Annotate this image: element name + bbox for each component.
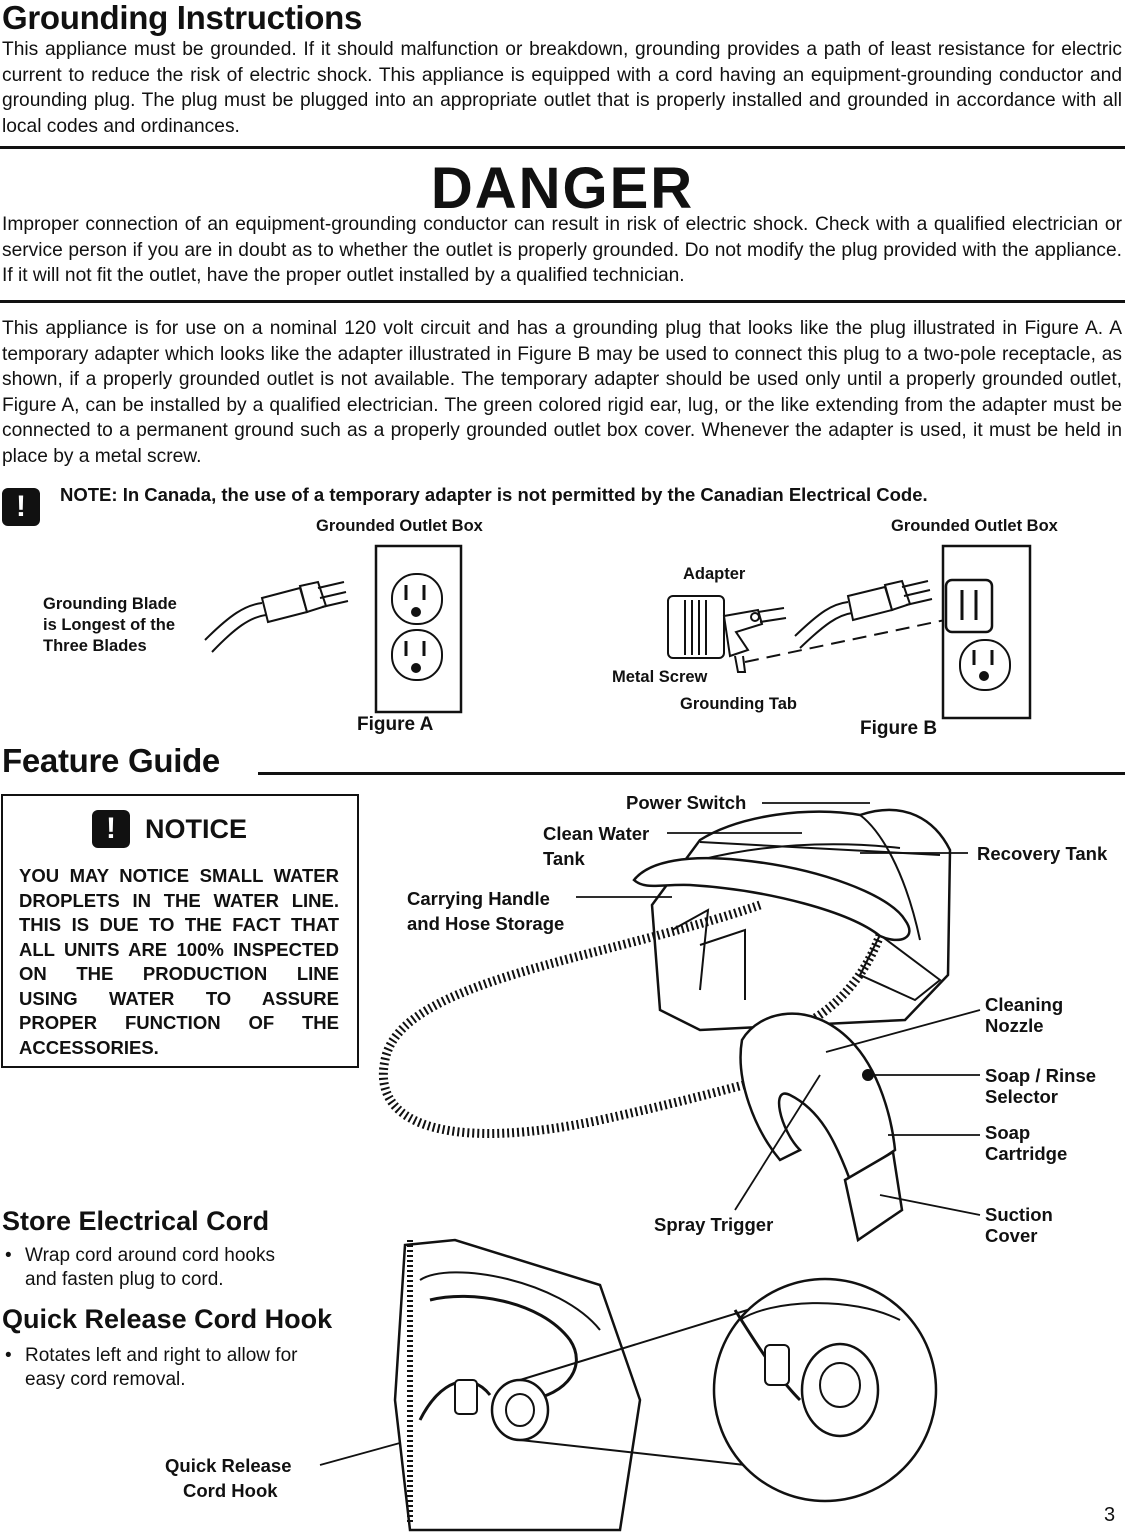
callout-cleaning-nozzle: Cleaning [985, 994, 1064, 1015]
callout-soap-cartridge: Soap [985, 1122, 1031, 1143]
divider [0, 300, 1125, 303]
danger-title: DANGER [430, 156, 695, 221]
notice-line: ON THE PRODUCTION LINE [19, 963, 339, 984]
notice-title: NOTICE [145, 814, 248, 844]
callout-suction-cover: Suction [985, 1204, 1053, 1225]
store-cord-instruction: and fasten plug to cord. [25, 1269, 224, 1290]
figure-b-plug-illustration [794, 579, 933, 649]
feature-guide-rule [258, 772, 1125, 775]
cord-storage-illustration [393, 1238, 938, 1532]
callout-recovery-tank: Recovery Tank [977, 843, 1108, 864]
callout-suction-cover: Cover [985, 1225, 1038, 1246]
callout-cleaning-nozzle: Nozzle [985, 1015, 1044, 1036]
bullet-dot: • [5, 1345, 12, 1366]
callout-spray-trigger: Spray Trigger [654, 1214, 774, 1235]
canada-note: NOTE: In Canada, the use of a temporary … [60, 484, 928, 505]
figure-b-caption: Figure B [860, 718, 938, 739]
figure-b-adapter-illustration [667, 595, 946, 673]
page-number: 3 [1104, 1504, 1116, 1526]
warning-icon: ! [92, 810, 130, 848]
adapter-label: Adapter [683, 565, 746, 583]
callout-soap-rinse-selector: Soap / Rinse [985, 1065, 1097, 1086]
grounding-blade-label: is Longest of the [43, 616, 175, 634]
notice-line: YOU MAY NOTICE SMALL WATER [19, 865, 339, 886]
notice-text: YOU MAY NOTICE SMALL WATER DROPLETS IN T… [19, 864, 339, 1060]
grounding-body: This appliance must be grounded. If it s… [2, 39, 1122, 137]
warning-icon: ! [2, 488, 40, 526]
danger-body: Improper connection of an equipment-grou… [2, 214, 1122, 287]
store-cord-title: Store Electrical Cord [2, 1206, 270, 1236]
callout-carrying-handle: Carrying Handle [407, 888, 550, 909]
notice-line: ALL UNITS ARE 100% INSPECTED [19, 938, 339, 960]
callout-soap-cartridge: Cartridge [985, 1143, 1068, 1164]
callout-quick-release-cord-hook: Cord Hook [183, 1480, 278, 1501]
figure-a-plug-illustration [204, 580, 349, 653]
bullet-dot: • [5, 1245, 12, 1266]
notice-line: PROPER FUNCTION OF THE [19, 1012, 339, 1033]
store-cord-instruction: Wrap cord around cord hooks [25, 1245, 275, 1266]
divider [0, 146, 1125, 149]
callout-quick-release-cord-hook: Quick Release [165, 1455, 292, 1476]
quick-release-instruction: Rotates left and right to allow for [25, 1345, 298, 1366]
figure-a-outlet-illustration [374, 544, 463, 714]
grounding-blade-label: Three Blades [43, 637, 147, 655]
notice-box: ! NOTICE YOU MAY NOTICE SMALL WATER DROP… [1, 794, 359, 1068]
notice-line: USING WATER TO ASSURE [19, 987, 339, 1009]
figure-a-caption: Figure A [357, 714, 434, 735]
figure-b-outlet-label: Grounded Outlet Box [891, 517, 1058, 535]
callout-power-switch: Power Switch [626, 792, 747, 813]
callout-clean-water-tank: Clean Water [543, 823, 650, 844]
notice-line: THIS IS DUE TO THE FACT THAT [19, 914, 339, 935]
grounding-title: Grounding Instructions [2, 0, 363, 36]
callout-clean-water-tank: Tank [543, 848, 585, 869]
metal-screw-label: Metal Screw [612, 668, 708, 686]
grounding-tab-label: Grounding Tab [680, 695, 798, 713]
quick-release-title: Quick Release Cord Hook [2, 1304, 333, 1334]
callout-carrying-handle: and Hose Storage [407, 913, 565, 934]
feature-guide-title: Feature Guide [2, 742, 220, 779]
spot-cleaner-illustration [378, 808, 952, 1243]
quick-release-instruction: easy cord removal. [25, 1369, 186, 1390]
callout-soap-rinse-selector: Selector [985, 1086, 1059, 1107]
notice-line: DROPLETS IN THE WATER LINE. [19, 889, 339, 911]
figure-a-outlet-label: Grounded Outlet Box [316, 517, 483, 535]
grounding-blade-label: Grounding Blade [43, 595, 177, 613]
notice-line: ACCESSORIES. [19, 1036, 159, 1058]
voltage-paragraph: This appliance is for use on a nominal 1… [2, 318, 1122, 467]
figure-b-outlet-illustration [941, 544, 1032, 720]
